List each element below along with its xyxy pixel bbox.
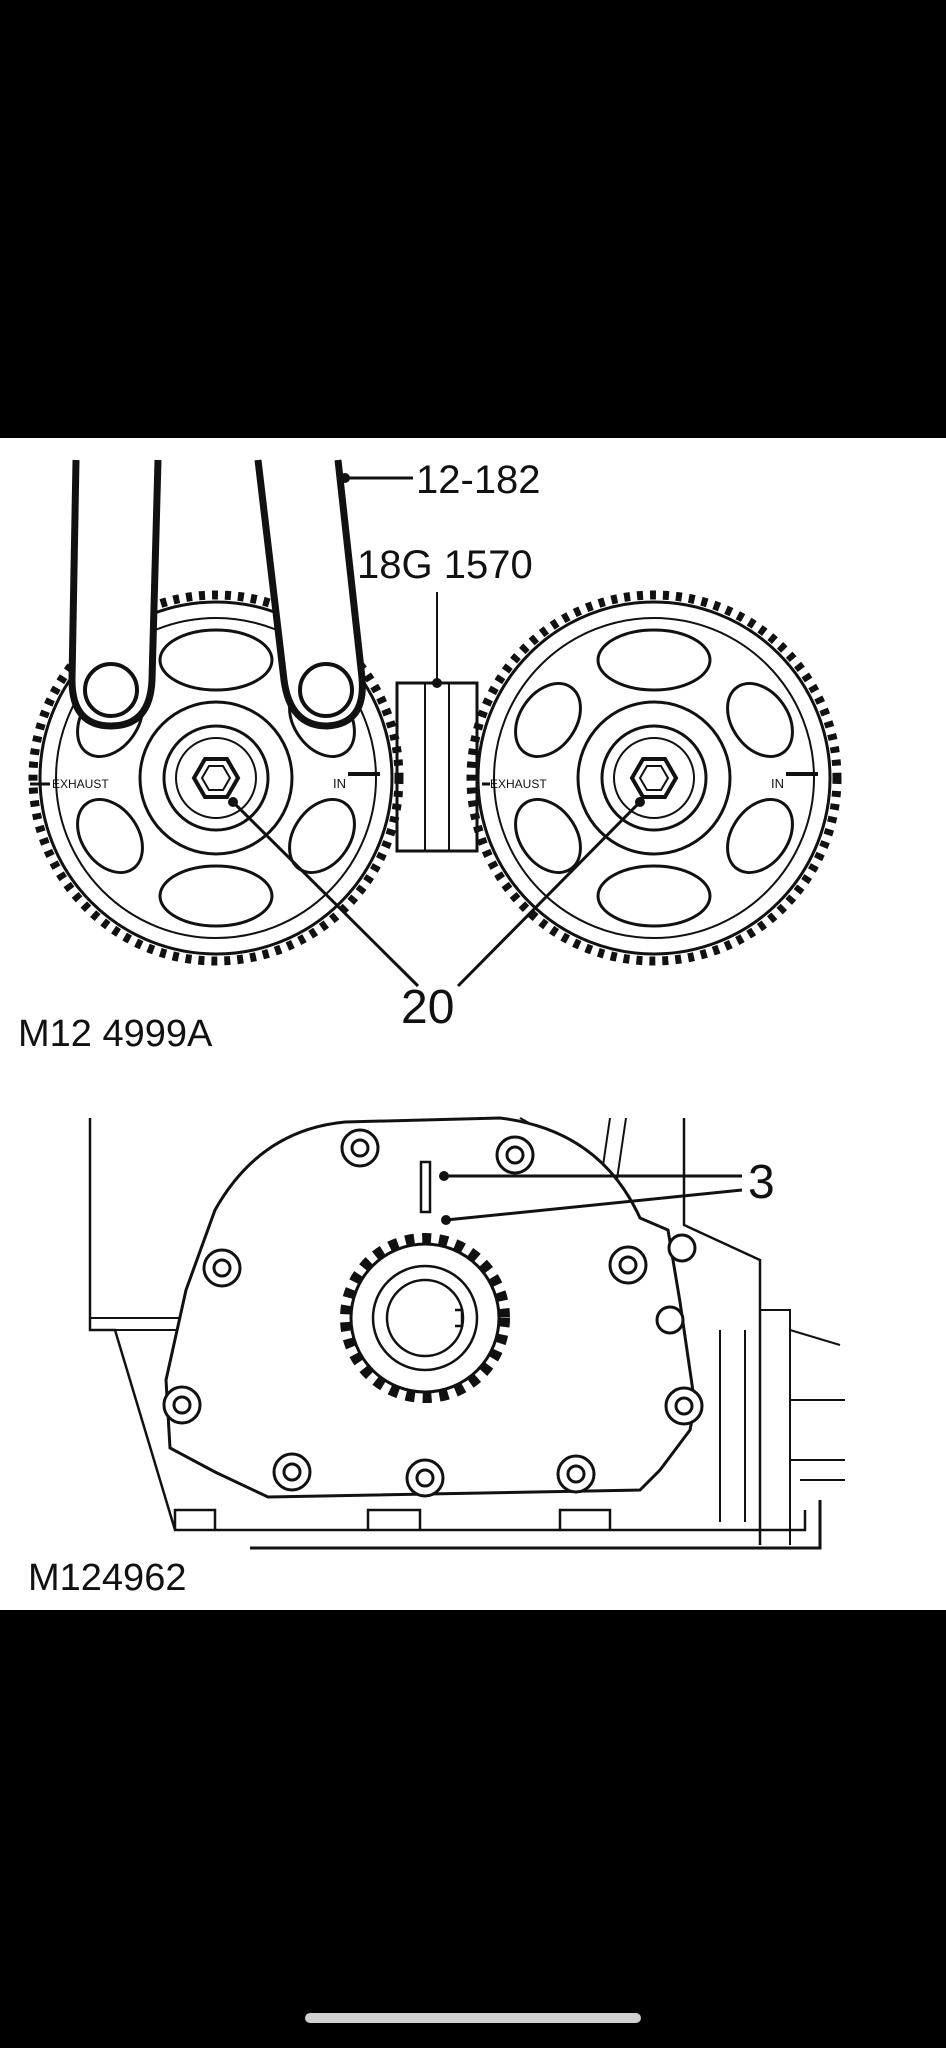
callout-3: 3	[748, 1156, 775, 1209]
tool-callout-12-182: 12-182	[416, 458, 541, 502]
bolt-callout-20: 20	[401, 981, 454, 1034]
left-in-label: IN	[333, 776, 346, 791]
figure-code-top: M12 4999A	[18, 1013, 213, 1055]
pulley-locking-tool	[395, 681, 479, 853]
camshaft-pulleys-figure: EXHAUST IN EXHAUST IN 12-182 18G 1570 20	[18, 458, 837, 1055]
left-camshaft-pulley: EXHAUST IN	[30, 595, 399, 961]
crankshaft-gear-figure: 3 M124962	[28, 1116, 845, 1599]
left-exhaust-label: EXHAUST	[52, 777, 109, 791]
diagram-canvas: EXHAUST IN EXHAUST IN 12-182 18G 1570 20	[18, 458, 845, 1599]
right-exhaust-label: EXHAUST	[490, 777, 547, 791]
right-camshaft-pulley: EXHAUST IN	[471, 595, 837, 961]
crankshaft-sprocket	[340, 1233, 510, 1403]
timing-pin	[419, 1160, 432, 1214]
pulley-holding-tool	[68, 459, 366, 730]
cover-bolts	[162, 1128, 704, 1498]
diagram-panel: EXHAUST IN EXHAUST IN 12-182 18G 1570 20	[0, 438, 946, 1610]
right-in-label: IN	[771, 776, 784, 791]
home-indicator[interactable]	[305, 2013, 641, 2023]
figure-code-bottom: M124962	[28, 1557, 186, 1599]
tool-callout-18g-1570: 18G 1570	[357, 543, 533, 587]
